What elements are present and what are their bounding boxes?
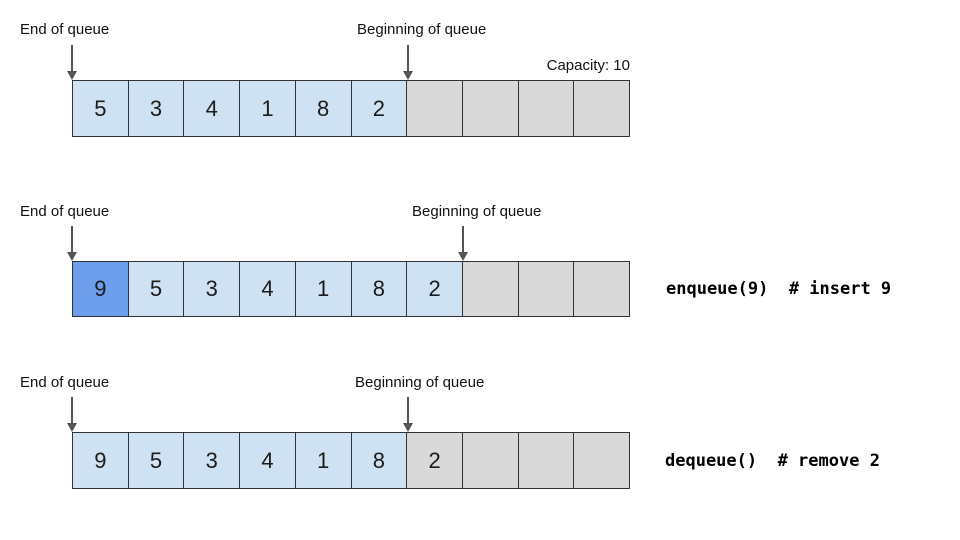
queue-cell-filled: 4 bbox=[240, 433, 296, 488]
end-of-queue-label: End of queue bbox=[20, 203, 110, 220]
queue-cell-empty bbox=[518, 433, 575, 488]
down-arrow-icon bbox=[66, 397, 78, 432]
queue-cell-filled: 1 bbox=[295, 433, 352, 488]
queue-cell-empty bbox=[462, 81, 519, 136]
queue-cell-empty bbox=[462, 262, 519, 316]
arrow-shaft bbox=[71, 226, 73, 252]
queue-cell-filled: 5 bbox=[128, 433, 185, 488]
queue-cell-new: 9 bbox=[73, 262, 129, 316]
queue-cell-filled: 2 bbox=[407, 262, 463, 316]
queue-cell-empty bbox=[518, 81, 575, 136]
queue-cell-filled: 2 bbox=[351, 81, 408, 136]
arrow-shaft bbox=[71, 397, 73, 423]
queue-cell-empty bbox=[407, 81, 463, 136]
queue-cell-removed: 2 bbox=[407, 433, 463, 488]
queue-cell-empty bbox=[574, 262, 630, 316]
queue-cell-empty bbox=[462, 433, 519, 488]
dequeue-code-annotation: dequeue() # remove 2 bbox=[665, 450, 880, 471]
queue-cell-filled: 8 bbox=[295, 81, 352, 136]
beginning-of-queue-label: Beginning of queue bbox=[357, 21, 487, 38]
down-arrow-icon bbox=[66, 45, 78, 80]
arrow-shaft bbox=[71, 45, 73, 71]
end-of-queue-label: End of queue bbox=[20, 21, 110, 38]
end-of-queue-label: End of queue bbox=[20, 374, 110, 391]
queue-cell-filled: 4 bbox=[240, 262, 296, 316]
arrow-head bbox=[67, 423, 77, 432]
enqueue-code-annotation: enqueue(9) # insert 9 bbox=[666, 279, 892, 299]
down-arrow-icon bbox=[402, 45, 414, 80]
queue-cell-filled: 9 bbox=[73, 433, 129, 488]
arrow-head bbox=[403, 423, 413, 432]
queue-cell-filled: 5 bbox=[73, 81, 129, 136]
arrow-shaft bbox=[407, 397, 409, 423]
queue-cell-filled: 3 bbox=[184, 433, 241, 488]
queue-cell-filled: 4 bbox=[184, 81, 241, 136]
down-arrow-icon bbox=[457, 226, 469, 261]
queue-cell-filled: 1 bbox=[295, 262, 352, 316]
arrow-head bbox=[458, 252, 468, 261]
queue-cell-filled: 8 bbox=[351, 433, 408, 488]
arrow-head bbox=[67, 252, 77, 261]
arrow-head bbox=[403, 71, 413, 80]
capacity-label: Capacity: 10 bbox=[546, 57, 630, 74]
queue-cell-empty bbox=[574, 81, 630, 136]
queue-cell-empty bbox=[574, 433, 630, 488]
arrow-head bbox=[67, 71, 77, 80]
down-arrow-icon bbox=[66, 226, 78, 261]
beginning-of-queue-label: Beginning of queue bbox=[355, 374, 485, 391]
queue-cell-empty bbox=[518, 262, 575, 316]
queue-cell-filled: 3 bbox=[128, 81, 185, 136]
arrow-shaft bbox=[407, 45, 409, 71]
down-arrow-icon bbox=[402, 397, 414, 432]
queue-cell-filled: 8 bbox=[351, 262, 408, 316]
queue-cell-filled: 5 bbox=[128, 262, 185, 316]
arrow-shaft bbox=[462, 226, 464, 252]
queue-cell-filled: 1 bbox=[240, 81, 296, 136]
beginning-of-queue-label: Beginning of queue bbox=[412, 203, 542, 220]
queue-cell-filled: 3 bbox=[184, 262, 241, 316]
